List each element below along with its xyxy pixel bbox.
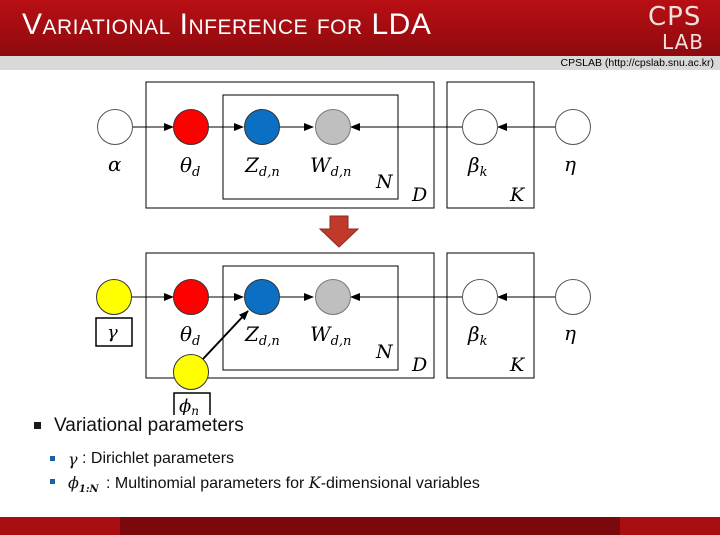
label-beta: βk	[467, 153, 488, 180]
plate-d	[145, 81, 435, 209]
node-theta-bottom	[173, 279, 209, 315]
bottom-model: γ ϕn θd Zd,n Wd,n βk η N D K	[95, 252, 591, 415]
label-z: Zd,n	[244, 153, 280, 180]
node-w-bottom	[315, 279, 351, 315]
sub-bar	[0, 56, 720, 70]
graphical-model-diagram: α θd Zd,n Wd,n βk η N D K γ ϕn θd Zd,n	[95, 81, 591, 415]
node-alpha	[97, 109, 133, 145]
cpslab-logo: CPS LAB	[644, 2, 704, 54]
sub-bullet-square-icon	[50, 479, 55, 484]
label-theta: θd	[180, 153, 200, 180]
gamma-label-box	[95, 317, 133, 347]
plate-label-n: N	[375, 171, 394, 193]
label-z-bottom: Zd,n	[244, 322, 280, 349]
plate-d-bottom	[145, 252, 435, 379]
label-theta-bottom: θd	[180, 322, 200, 349]
plate-label-n-bottom: N	[375, 341, 394, 363]
label-phi: ϕn	[179, 396, 199, 415]
node-phi	[173, 354, 209, 390]
plate-n-bottom	[222, 265, 399, 371]
label-gamma: γ	[107, 322, 118, 343]
label-eta-bottom: η	[564, 321, 576, 345]
node-z	[244, 109, 280, 145]
slide-title: Variational Inference for LDA	[22, 8, 432, 41]
plate-k-bottom	[446, 252, 535, 379]
plate-label-d-bottom: D	[411, 354, 427, 376]
credit-text: CPSLAB (http://cpslab.snu.ac.kr)	[560, 57, 714, 69]
node-w	[315, 109, 351, 145]
node-eta-bottom	[555, 279, 591, 315]
label-w: Wd,n	[310, 153, 351, 180]
top-model: α θd Zd,n Wd,n βk η N D K	[97, 81, 591, 209]
plate-label-k: K	[509, 184, 526, 206]
footer-bar	[0, 517, 720, 535]
edge-phi-z	[202, 310, 249, 360]
phi-label-box	[173, 392, 211, 415]
transform-arrow-icon	[318, 215, 360, 248]
plate-label-k-bottom: K	[509, 354, 526, 376]
sub-bullet-square-icon	[50, 456, 55, 461]
plate-label-d: D	[411, 184, 427, 206]
node-beta-bottom	[462, 279, 498, 315]
label-alpha: α	[108, 152, 122, 176]
label-w-bottom: Wd,n	[310, 322, 351, 349]
plate-n	[222, 94, 399, 200]
node-beta	[462, 109, 498, 145]
node-z-bottom	[244, 279, 280, 315]
logo-text-bottom: LAB	[662, 30, 705, 54]
node-gamma	[96, 279, 132, 315]
node-eta	[555, 109, 591, 145]
node-theta	[173, 109, 209, 145]
label-beta-bottom: βk	[467, 322, 488, 349]
label-eta: η	[564, 152, 576, 176]
logo-text-top: CPS	[648, 2, 702, 32]
title-bar: Variational Inference for LDA CPS LAB	[0, 0, 720, 56]
plate-k	[446, 81, 535, 209]
footer-accent	[120, 517, 620, 535]
bullet-square-icon	[34, 422, 41, 429]
